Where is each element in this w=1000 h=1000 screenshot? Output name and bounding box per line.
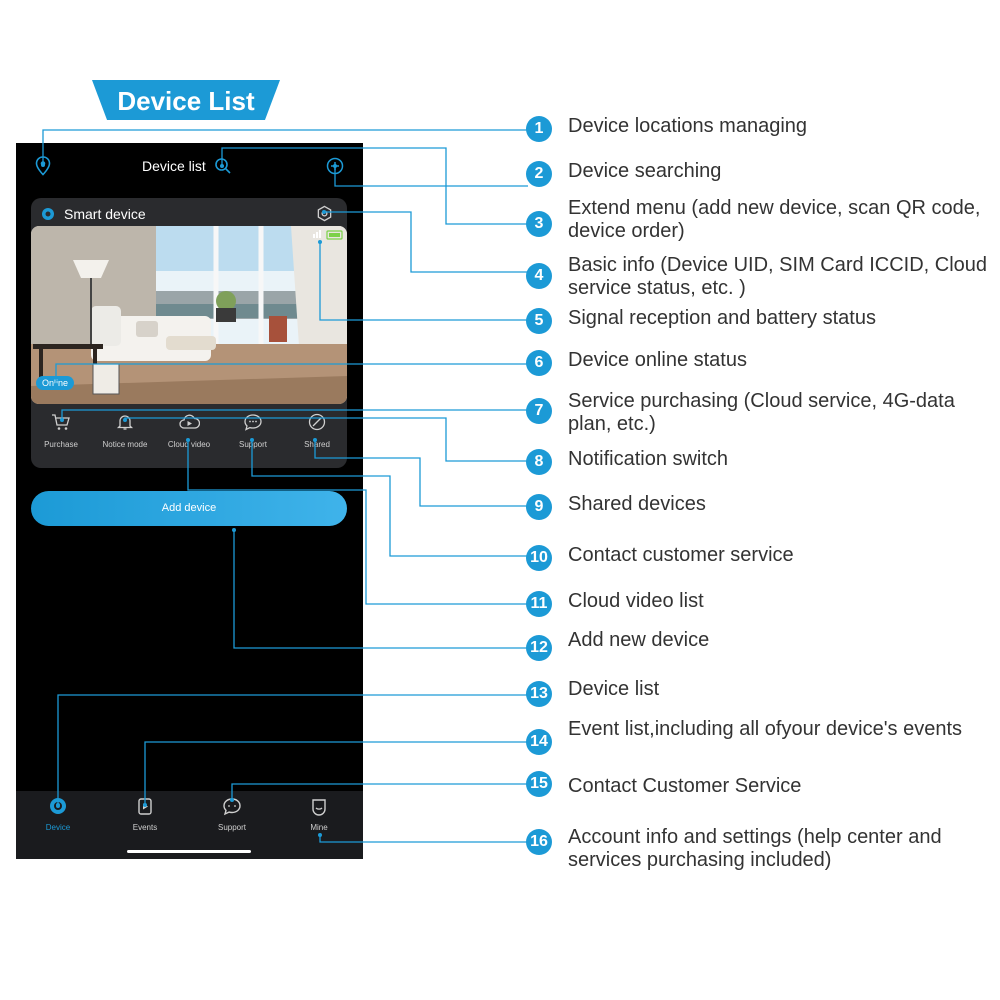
callout-text: Shared devices bbox=[568, 493, 706, 515]
callout-text: Signal reception and battery status bbox=[568, 307, 876, 329]
chat-bubble-icon bbox=[244, 414, 262, 431]
callout-number: 14 bbox=[526, 729, 552, 755]
cloud-play-icon bbox=[179, 414, 201, 429]
callout-text: Notification switch bbox=[568, 448, 729, 470]
callout-text: Extend menu (add new device, scan QR cod… bbox=[568, 197, 981, 242]
callout-number: 4 bbox=[526, 263, 552, 289]
callout-text: Device searching bbox=[568, 160, 722, 182]
callout-text: Cloud video list bbox=[568, 590, 704, 612]
bottom-tab-bar: Device Events Support Mine bbox=[16, 791, 363, 859]
tab-mine-label: Mine bbox=[310, 823, 328, 832]
device-actions: Purchase Notice mode Cloud video Support… bbox=[31, 413, 347, 463]
callout-number: 5 bbox=[526, 308, 552, 334]
callout-number: 3 bbox=[526, 211, 552, 237]
support-chat-icon bbox=[223, 798, 241, 816]
tab-support-label: Support bbox=[217, 823, 247, 832]
callout-number: 13 bbox=[526, 681, 552, 707]
callout-text: Device locations managing bbox=[568, 115, 808, 137]
support-button[interactable]: Support bbox=[223, 413, 283, 449]
callout-number: 6 bbox=[526, 350, 552, 376]
room-preview-image bbox=[31, 226, 347, 404]
shared-label: Shared bbox=[304, 440, 330, 449]
section-banner: Device List bbox=[92, 80, 280, 120]
callout-number: 10 bbox=[526, 545, 552, 571]
callout-text: Account info and settings (help center a… bbox=[568, 826, 942, 871]
phone-screen: Device list Smart device bbox=[16, 143, 363, 859]
online-status-badge: Online bbox=[36, 376, 75, 390]
callout-text: Contact Customer Service bbox=[568, 775, 802, 797]
purchase-label: Purchase bbox=[44, 440, 78, 449]
profile-icon bbox=[312, 799, 326, 816]
share-icon bbox=[308, 413, 326, 431]
notice-mode-button[interactable]: Notice mode bbox=[95, 413, 155, 449]
add-device-button[interactable]: Add device bbox=[31, 491, 347, 526]
camera-preview[interactable]: Online bbox=[31, 226, 347, 404]
device-logo-icon bbox=[42, 208, 54, 220]
notice-mode-label: Notice mode bbox=[102, 440, 148, 449]
tab-events-label: Events bbox=[132, 823, 158, 832]
banner-title: Device List bbox=[117, 86, 255, 116]
callout-number: 15 bbox=[526, 771, 552, 797]
callout-text: Device online status bbox=[568, 349, 747, 371]
callout-text: Device list bbox=[568, 678, 660, 700]
device-card[interactable]: Smart device bbox=[31, 198, 347, 468]
callout-number: 7 bbox=[526, 398, 552, 424]
callout-number: 11 bbox=[526, 591, 552, 617]
tab-device-label: Device bbox=[45, 823, 71, 832]
callout-number: 2 bbox=[526, 161, 552, 187]
callout-number: 1 bbox=[526, 116, 552, 142]
callout-number: 12 bbox=[526, 635, 552, 661]
callout-number: 16 bbox=[526, 829, 552, 855]
home-indicator bbox=[127, 850, 251, 853]
cart-icon bbox=[52, 414, 70, 430]
device-name: Smart device bbox=[64, 206, 146, 222]
tab-mine[interactable]: Mine bbox=[289, 797, 349, 832]
callout-text: Basic info (Device UID, SIM Card ICCID, … bbox=[568, 254, 988, 299]
bell-icon bbox=[116, 415, 134, 430]
callout-text: Add new device bbox=[568, 629, 710, 651]
support-label: Support bbox=[238, 440, 268, 449]
shared-button[interactable]: Shared bbox=[287, 413, 347, 449]
callout-text: Contact customer service bbox=[568, 544, 794, 566]
cloud-video-label: Cloud video bbox=[167, 440, 211, 449]
purchase-button[interactable]: Purchase bbox=[31, 413, 91, 449]
callout-text: Event list,including all ofyour device's… bbox=[568, 718, 963, 740]
callout-number: 9 bbox=[526, 494, 552, 520]
callout-text: Service purchasing (Cloud service, 4G-da… bbox=[568, 390, 955, 435]
tab-support[interactable]: Support bbox=[202, 797, 262, 832]
cloud-video-button[interactable]: Cloud video bbox=[159, 413, 219, 449]
callout-number: 8 bbox=[526, 449, 552, 475]
page-title: Device list bbox=[142, 158, 206, 174]
